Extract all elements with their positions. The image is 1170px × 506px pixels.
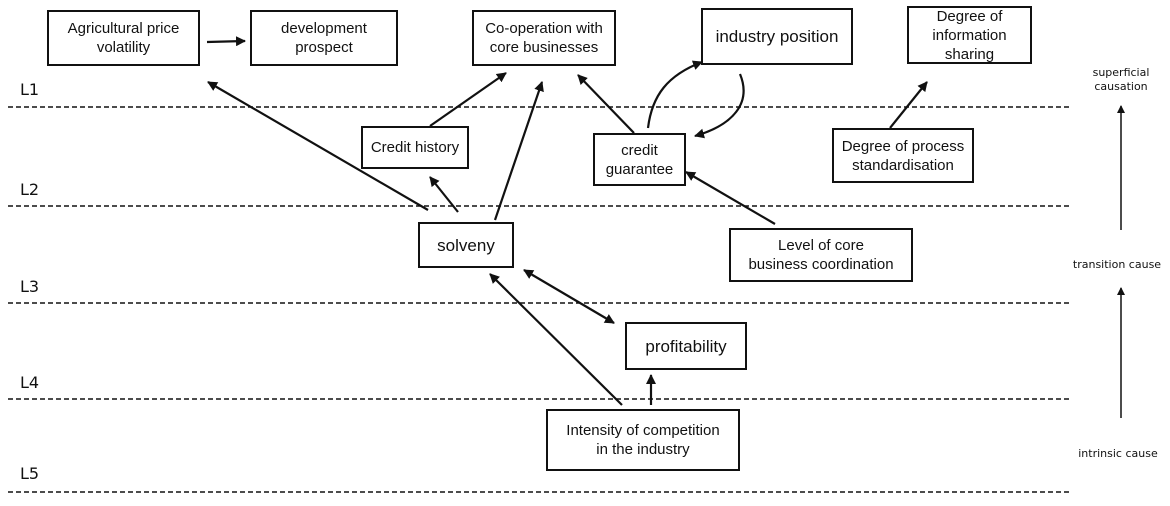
node-solvency: solveny [418, 222, 514, 268]
node-industry-competition: Intensity of competition in the industry [546, 409, 740, 471]
level-label-l2: L2 [20, 180, 40, 199]
level-label-l4: L4 [20, 373, 40, 392]
edge-solvency-to-agri [207, 81, 429, 211]
side-label-superficial: superficial causation [1092, 66, 1150, 93]
edge-coord-to-guarantee [685, 171, 776, 225]
node-credit-history: Credit history [361, 126, 469, 169]
node-process-standardisation: Degree of process standardisation [832, 128, 974, 183]
edge-process-to-info [889, 81, 928, 129]
level-label-l1: L1 [20, 80, 40, 99]
edge-guarantee-to-industry [646, 60, 703, 129]
side-label-intrinsic: intrinsic cause [1078, 447, 1158, 460]
level-label-l5: L5 [20, 464, 40, 483]
edge-guarantee-to-coop [577, 74, 635, 134]
node-agricultural-price-volatility: Agricultural price volatility [47, 10, 200, 66]
level-label-l3: L3 [20, 277, 40, 296]
node-core-business-cooperation: Co-operation with core businesses [472, 10, 616, 66]
edge-credit-history-to-coop [429, 72, 507, 127]
edge-solvency-to-credit-history [429, 176, 459, 213]
node-credit-guarantee: credit guarantee [593, 133, 686, 186]
node-profitability: profitability [625, 322, 747, 370]
node-information-sharing: Degree of information sharing [907, 6, 1032, 64]
edge-agri-to-dev [206, 36, 246, 47]
side-label-transition: transition cause [1072, 258, 1162, 271]
edge-solvency-to-coop [493, 81, 544, 221]
edge-solvency-profitability [523, 269, 615, 324]
edge-competition-to-solvency [489, 273, 623, 406]
node-development-prospect: development prospect [250, 10, 398, 66]
node-industry-position: industry position [701, 8, 853, 65]
edge-industry-to-guarantee [694, 73, 745, 139]
node-core-business-coordination: Level of core business coordination [729, 228, 913, 282]
